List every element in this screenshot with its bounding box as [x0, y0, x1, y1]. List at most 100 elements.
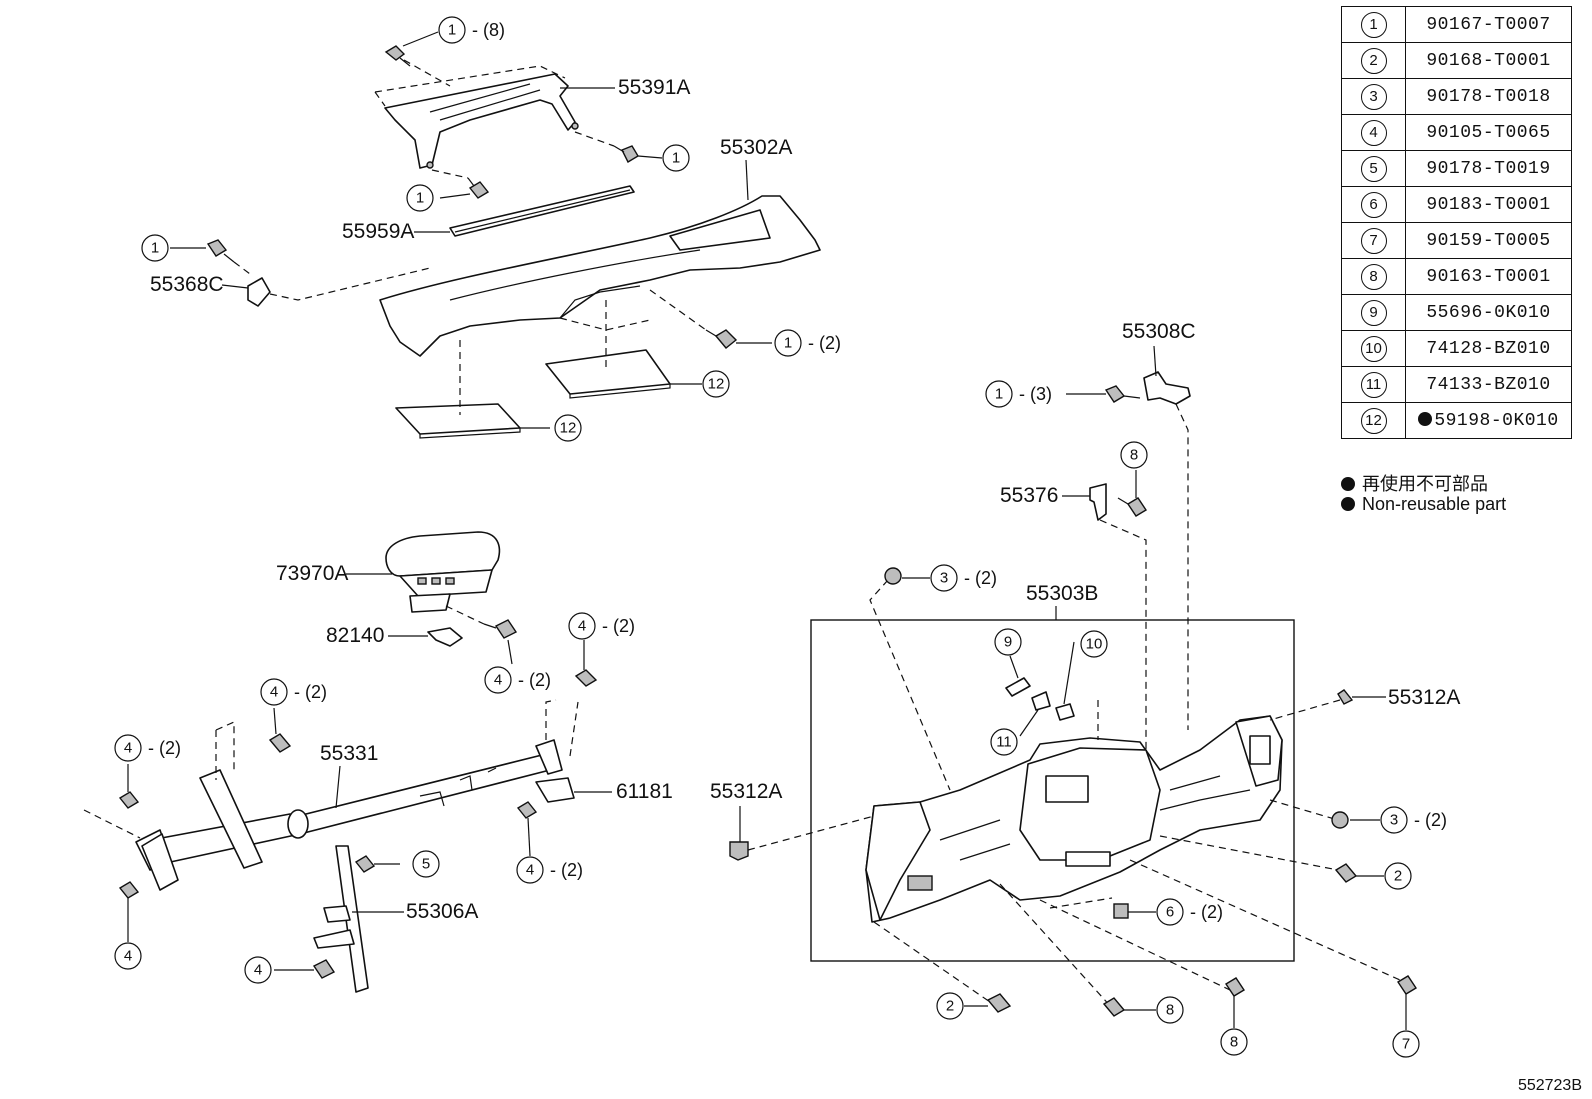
callout-4: 4- (2): [516, 856, 583, 884]
screw-icon: [312, 959, 336, 979]
callout-number: 1: [448, 22, 456, 39]
pad-12-left[interactable]: [395, 403, 521, 439]
callout-number: 4: [124, 948, 132, 965]
callout-number: 9: [1004, 634, 1012, 651]
label-55308C: 55308C: [1122, 320, 1196, 343]
callout-9: 9: [994, 628, 1022, 656]
screw-icon: [613, 145, 639, 163]
callout-4: 4 - (2): [568, 612, 635, 640]
callout-12: 12: [702, 370, 730, 398]
legend-part-number: 90105-T0065: [1405, 114, 1572, 151]
legend-ref-number: 4: [1341, 114, 1406, 151]
clip-icon: [1113, 903, 1129, 919]
callout-1: 1: [141, 234, 169, 262]
screw-icon: [483, 619, 518, 639]
callout-number: 8: [1166, 1002, 1174, 1019]
connector-82140[interactable]: [427, 627, 463, 647]
bullet-icon: [1341, 477, 1355, 491]
instrument-panel-upper-55302A[interactable]: [379, 195, 821, 357]
callout-number: 10: [1086, 636, 1103, 653]
part-11[interactable]: [1031, 691, 1051, 711]
nut-icon: [1331, 811, 1349, 829]
legend-ref-number: 10: [1341, 330, 1406, 367]
bracket-55368C[interactable]: [247, 277, 271, 307]
callout-number: 1: [995, 386, 1003, 403]
callout-4: 4- (2): [114, 734, 181, 762]
callout-number: 5: [422, 856, 430, 873]
callout-10: 10: [1080, 630, 1108, 658]
screw-icon: [705, 329, 738, 349]
legend-ref-number: 2: [1341, 42, 1406, 79]
callout-2: 2: [936, 992, 964, 1020]
nut-icon: [884, 567, 902, 585]
airbag-73970A[interactable]: [385, 531, 501, 613]
screw-icon: [516, 801, 538, 819]
screw-icon: [1225, 977, 1245, 997]
legend-ref-number: 11: [1341, 366, 1406, 403]
legend-ref-number: 6: [1341, 186, 1406, 223]
callout-1: 1- (2): [774, 329, 841, 357]
screw-icon: [118, 791, 140, 809]
bullet-icon: [1341, 497, 1355, 511]
legend-part-number: 55696-0K010: [1405, 294, 1572, 331]
callout-7: 7: [1392, 1030, 1420, 1058]
pad-12-right[interactable]: [545, 349, 671, 399]
note-jp: 再使用不可部品: [1341, 470, 1488, 496]
callout-number: 2: [1394, 868, 1402, 885]
callout-number: 3: [940, 570, 948, 587]
brace-55306A[interactable]: [313, 845, 369, 993]
screw-icon: [467, 177, 490, 199]
callout-12: 12: [554, 414, 582, 442]
screw-icon: [384, 45, 411, 67]
callout-8: 8: [1220, 1028, 1248, 1056]
callout-5: 5: [412, 850, 440, 878]
screw-icon: [1337, 689, 1354, 705]
callout-number: 12: [708, 376, 725, 393]
label-61181: 61181: [616, 780, 673, 803]
callout-quantity: - (2): [964, 568, 997, 588]
callout-1: 1: [662, 144, 690, 172]
legend-part-number: 90163-T0001: [1405, 258, 1572, 295]
bracket-55376[interactable]: [1089, 483, 1107, 521]
callout-number: 12: [560, 420, 577, 437]
callout-number: 1: [672, 150, 680, 167]
callout-6: 6- (2): [1156, 898, 1223, 926]
label-55368C: 55368C: [150, 273, 224, 296]
bracket-61181[interactable]: [535, 777, 575, 803]
bracket-55391A[interactable]: [374, 65, 579, 169]
part-9[interactable]: [1005, 677, 1031, 697]
callout-number: 1: [784, 335, 792, 352]
callout-8: 8: [1120, 441, 1148, 469]
label-55312A-right: 55312A: [1388, 686, 1460, 709]
garnish-55959A[interactable]: [449, 185, 635, 237]
callout-number: 1: [151, 240, 159, 257]
bracket-55308C[interactable]: [1143, 371, 1191, 405]
legend-part-number: 90183-T0001: [1405, 186, 1572, 223]
callout-quantity: - (2): [518, 670, 551, 690]
screw-icon: [1117, 497, 1147, 517]
screw-icon: [354, 855, 376, 873]
callout-quantity: - (2): [602, 616, 635, 636]
callout-1: 1 - (8): [438, 16, 505, 44]
part-10[interactable]: [1055, 703, 1075, 721]
callout-8: 8: [1156, 996, 1184, 1024]
callout-4: 4- (2): [484, 666, 551, 694]
legend-part-number: 74133-BZ010: [1405, 366, 1572, 403]
instrument-panel-55303B[interactable]: [865, 715, 1283, 923]
callout-number: 4: [578, 618, 586, 635]
assembly-box-55303B: [810, 619, 1295, 962]
label-55331: 55331: [320, 742, 378, 765]
callout-quantity: - (8): [472, 20, 505, 40]
legend-part-number: 74128-BZ010: [1405, 330, 1572, 367]
label-55959A: 55959A: [342, 220, 414, 243]
legend-part-number: 90167-T0007: [1405, 6, 1572, 43]
reinforcement-55331[interactable]: [135, 739, 563, 891]
